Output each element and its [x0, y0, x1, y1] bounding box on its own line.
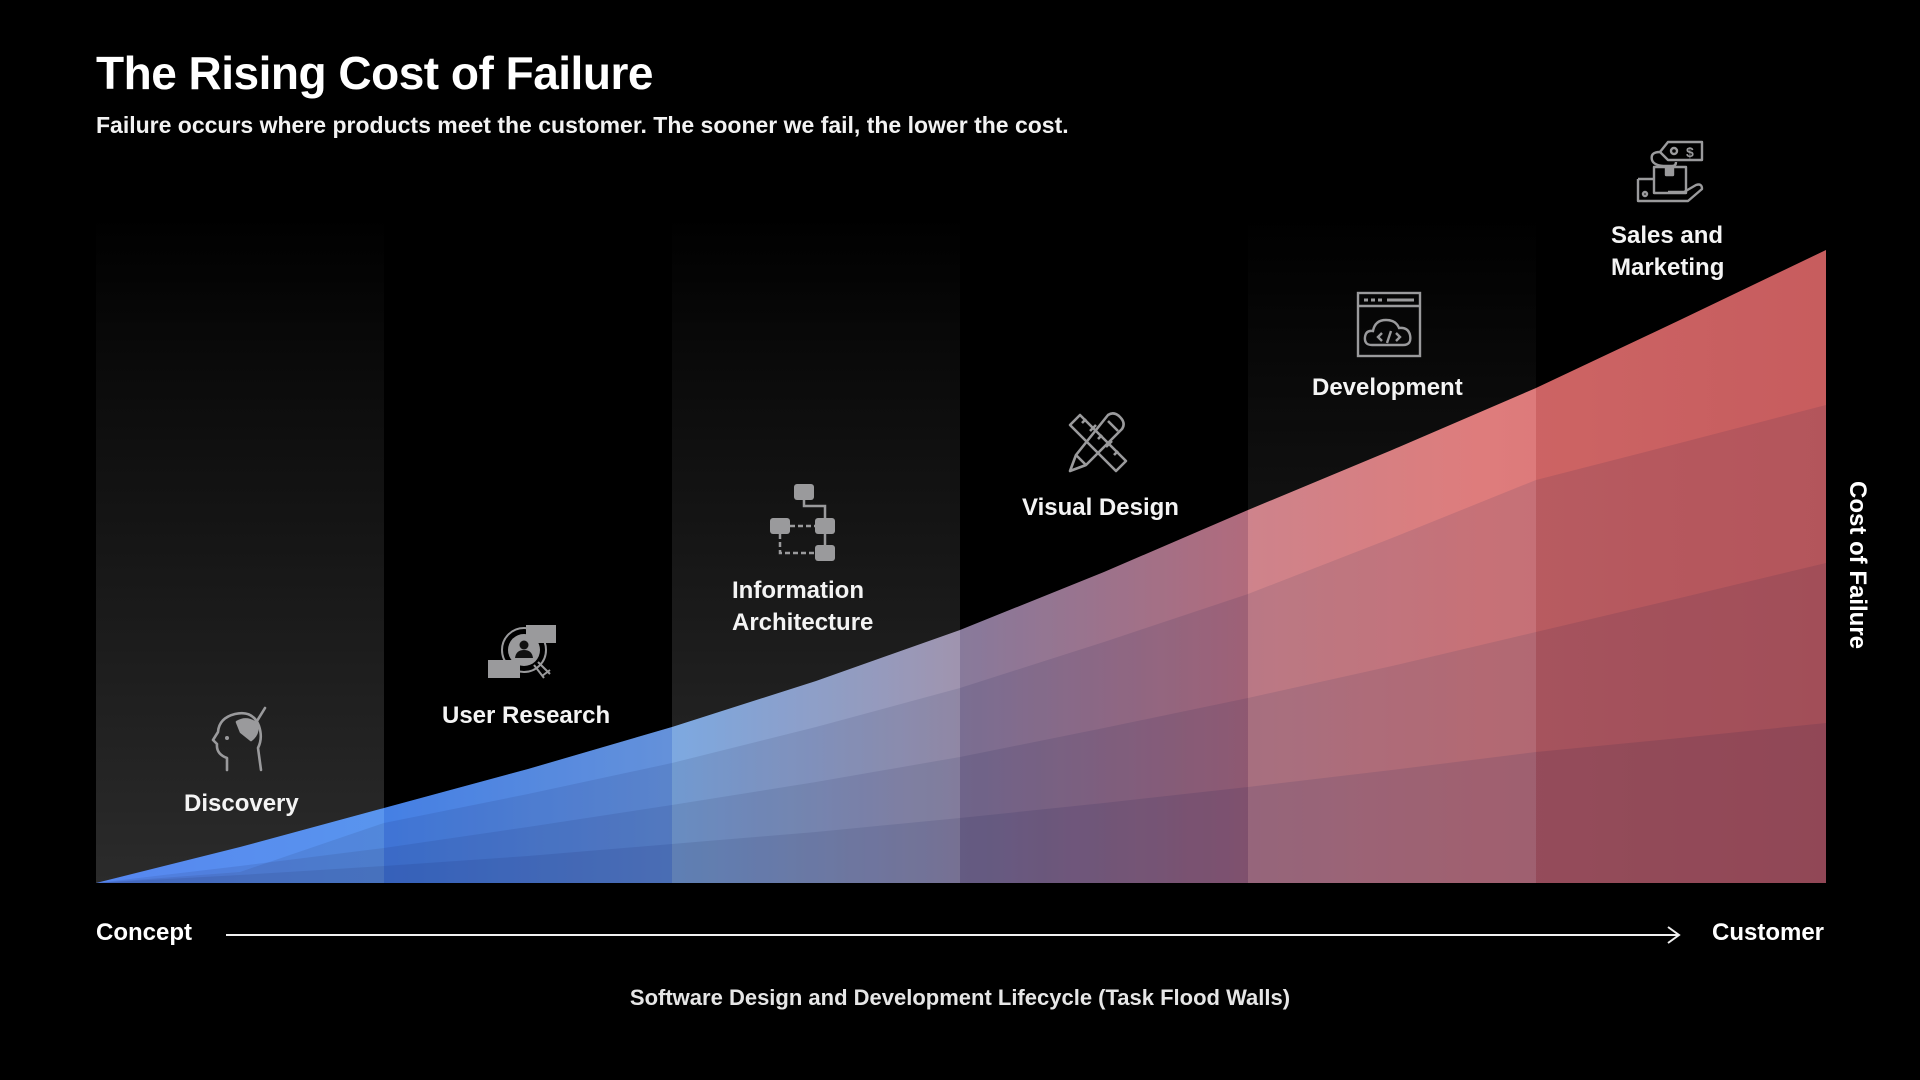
axis-start-label: Concept [96, 919, 192, 946]
stage-label-line: Development [1312, 374, 1463, 401]
axis-arrow [226, 926, 1681, 944]
page-subtitle: Failure occurs where products meet the c… [96, 112, 1069, 138]
stage-label-line: Marketing [1611, 254, 1725, 281]
column-discovery [96, 215, 384, 883]
stage-label-line: Architecture [732, 609, 874, 636]
cloud-code-window-icon [1356, 291, 1422, 358]
y-axis-caption: Cost of Failure [1844, 480, 1871, 650]
pencil-ruler-icon [1068, 412, 1128, 473]
sitemap-icon [770, 484, 835, 561]
stage-label-visual-design: Visual Design [1022, 492, 1179, 524]
stage-label-line: Sales and [1611, 222, 1724, 249]
axis-end-label: Customer [1712, 919, 1825, 946]
user-search-icon [488, 625, 556, 679]
band-2 [96, 405, 1826, 883]
stage-label-sales-and-marketing: Sales and Marketing [1611, 220, 1724, 284]
stage-label-line: Information [732, 577, 864, 604]
svg-text:$: $ [1686, 144, 1694, 160]
stage-label-line: Discovery [184, 790, 299, 817]
x-axis-caption: Software Design and Development Lifecycl… [629, 985, 1291, 1010]
stage-label-line: Visual Design [1022, 494, 1179, 521]
band-3 [96, 563, 1826, 883]
page-title: The Rising Cost of Failure [96, 47, 653, 99]
stage-label-development: Development [1312, 372, 1463, 404]
stage-label-information-architecture: Information Architecture [732, 575, 873, 639]
head-brain-icon [211, 706, 267, 772]
band-4 [96, 723, 1826, 883]
stage-label-line: User Research [442, 702, 611, 729]
stage-label-discovery: Discovery [184, 788, 299, 820]
hand-box-pricetag-icon: $ [1636, 140, 1704, 203]
stage-label-user-research: User Research [442, 700, 610, 732]
